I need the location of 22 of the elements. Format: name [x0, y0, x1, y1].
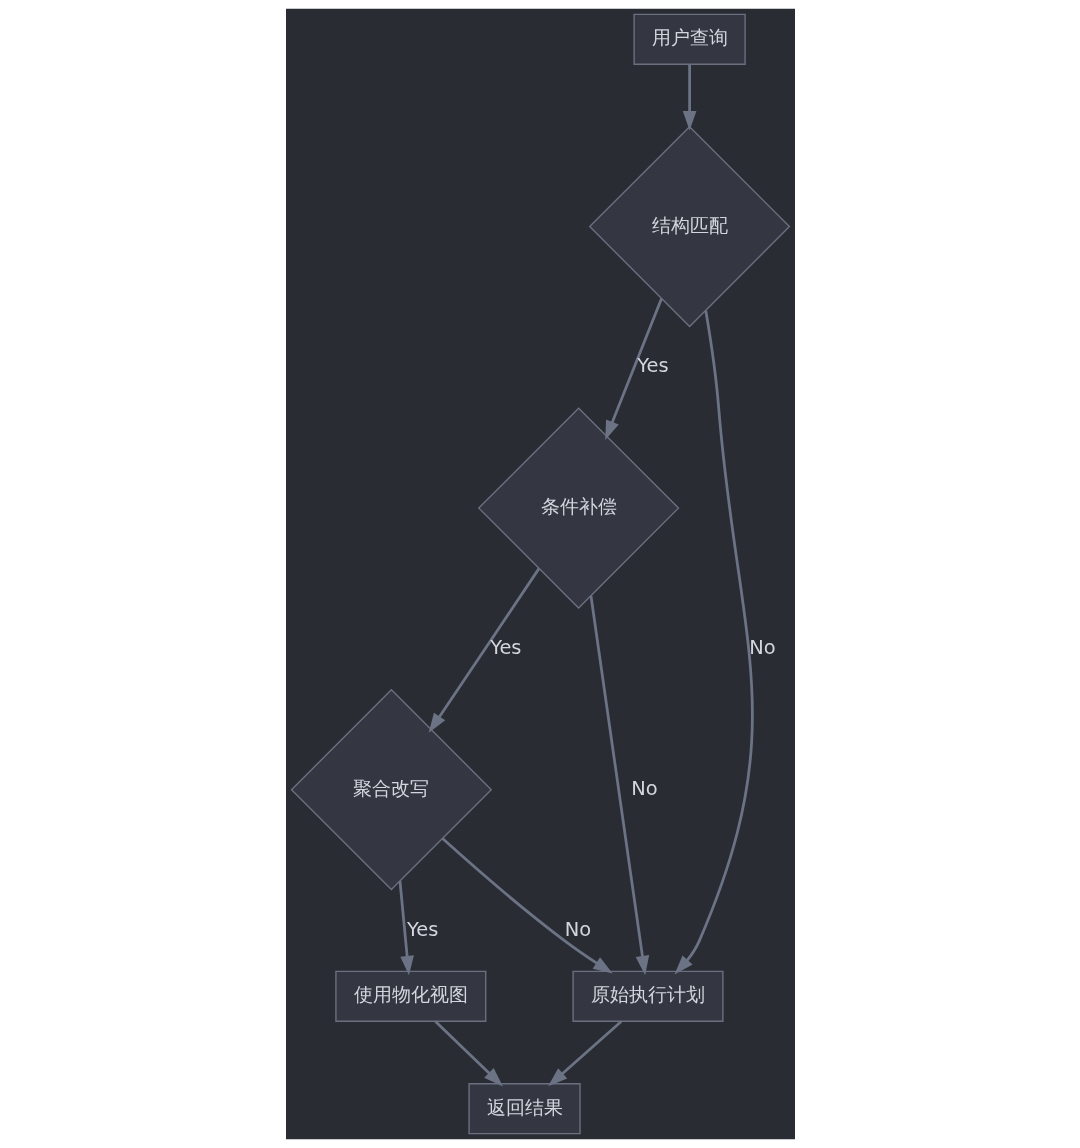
arrow	[604, 298, 663, 440]
edge-label: Yes	[636, 354, 668, 378]
edge-label: No	[748, 636, 776, 660]
node-diamond: 聚合改写	[290, 688, 492, 891]
edge-label: No	[564, 917, 591, 941]
arrow	[673, 310, 754, 975]
node-box: 返回结果	[467, 1083, 581, 1135]
node-box: 用户查询	[632, 13, 746, 65]
arrow	[589, 595, 649, 976]
node-diamond: 结构匹配	[588, 125, 790, 328]
edge-label: Yes	[406, 917, 438, 941]
arrow	[441, 837, 613, 974]
arrow	[682, 64, 696, 131]
node-diamond: 条件补偿	[477, 407, 679, 609]
arrow	[547, 1020, 622, 1087]
arrow	[398, 880, 414, 976]
arrow	[428, 567, 540, 733]
edge-label: Yes	[489, 636, 521, 660]
node-box: 原始执行计划	[571, 970, 724, 1022]
node-box: 使用物化视图	[334, 970, 486, 1022]
arrow	[434, 1020, 503, 1087]
edge-label: No	[630, 776, 658, 800]
